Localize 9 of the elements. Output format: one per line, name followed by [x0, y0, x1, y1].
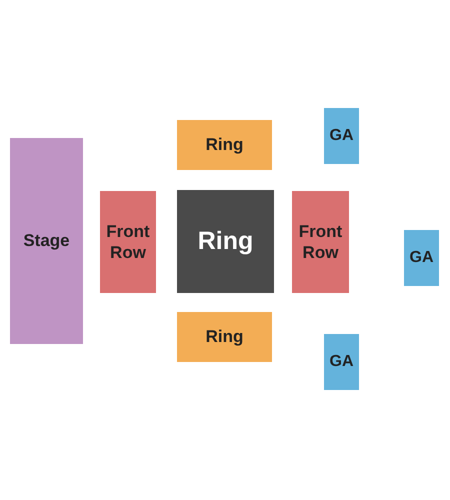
general-admission-section: GA — [324, 334, 359, 390]
boxing-ring: Ring — [177, 190, 274, 293]
general-admission-section: GA — [324, 108, 359, 164]
ring-seating-section: Ring — [177, 120, 272, 170]
ring-seating-section: Ring — [177, 312, 272, 362]
front-row-section: Front Row — [100, 191, 156, 293]
front-row-section: Front Row — [292, 191, 349, 293]
stage-area: Stage — [10, 138, 83, 344]
general-admission-section: GA — [404, 230, 439, 286]
